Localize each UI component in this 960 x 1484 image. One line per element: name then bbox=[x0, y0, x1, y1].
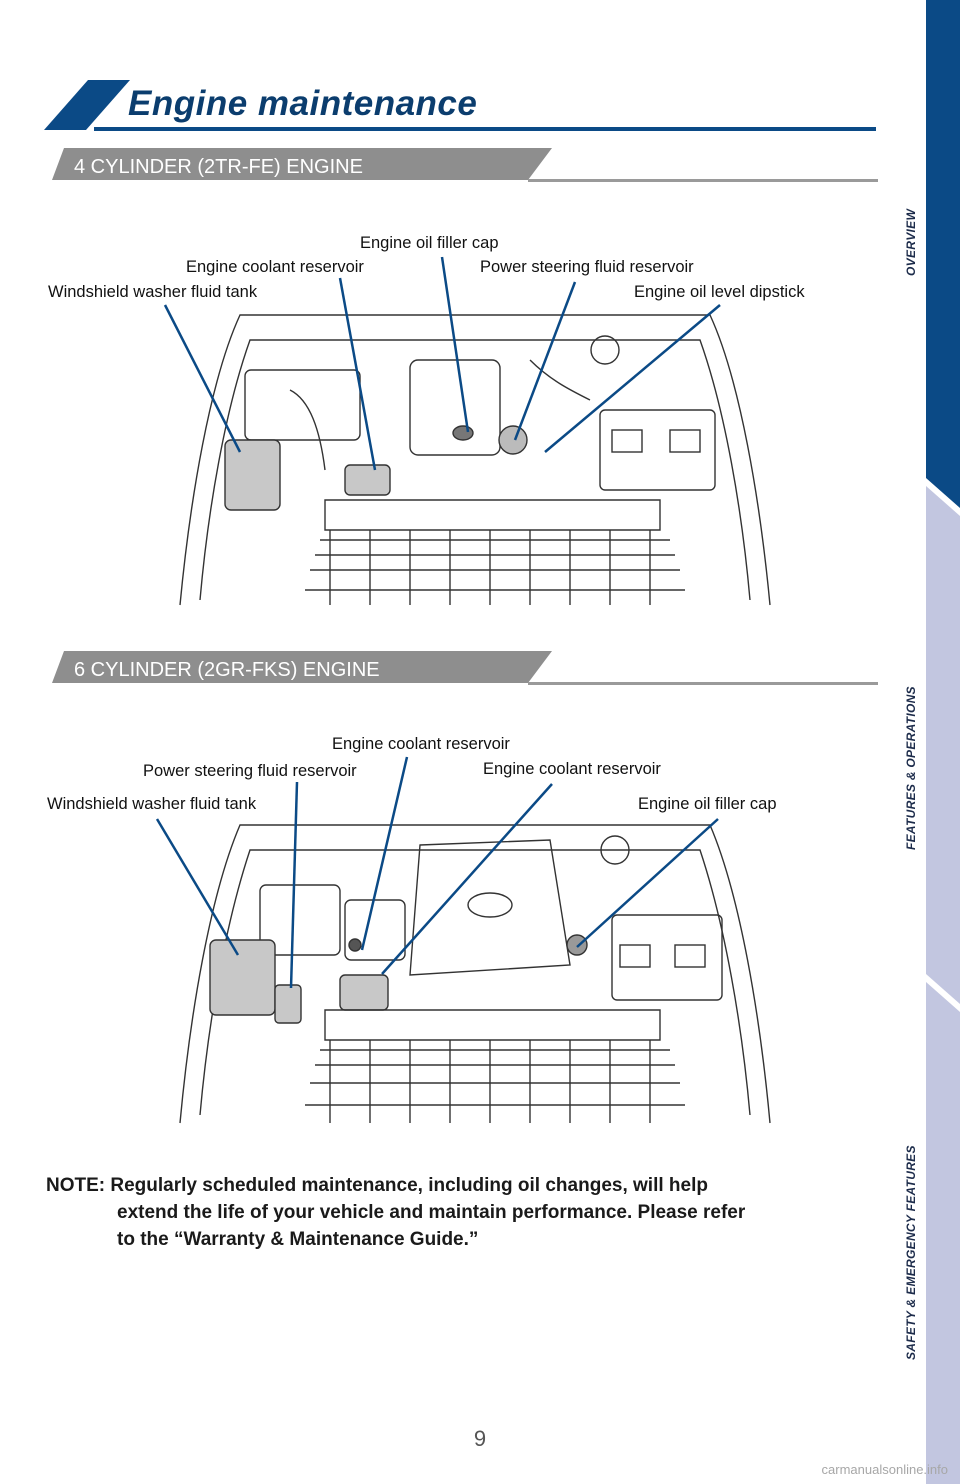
maintenance-note: NOTE: Regularly scheduled maintenance, i… bbox=[46, 1172, 866, 1253]
callout-coolant-reservoir-upper: Engine coolant reservoir bbox=[332, 735, 510, 753]
callout-coolant-reservoir-right: Engine coolant reservoir bbox=[483, 760, 661, 778]
note-line-1: NOTE: Regularly scheduled maintenance, i… bbox=[46, 1175, 708, 1196]
section-heading-6cyl: 6 CYLINDER (2GR-FKS) ENGINE bbox=[74, 659, 380, 681]
callout-power-steering: Power steering fluid reservoir bbox=[143, 762, 357, 780]
callout-lines-6cyl bbox=[155, 756, 719, 989]
sidebar-tab-safety[interactable]: SAFETY & EMERGENCY FEATURES bbox=[904, 1145, 918, 1360]
page-title: Engine maintenance bbox=[128, 84, 478, 123]
sidebar-tabs bbox=[926, 0, 960, 1484]
page-number: 9 bbox=[473, 1426, 487, 1451]
note-line-2: extend the life of your vehicle and main… bbox=[117, 1202, 746, 1223]
engine-diagram-4cyl bbox=[179, 314, 771, 606]
callout-coolant-reservoir: Engine coolant reservoir bbox=[186, 258, 364, 276]
callout-oil-filler-cap: Engine oil filler cap bbox=[638, 795, 777, 813]
watermark: carmanualsonline.info bbox=[821, 1462, 948, 1477]
callout-oil-filler-cap: Engine oil filler cap bbox=[360, 234, 499, 252]
section-header-bar bbox=[52, 651, 878, 685]
callout-lines-4cyl bbox=[163, 256, 721, 471]
section-header-bar bbox=[52, 148, 878, 182]
note-line-3: to the “Warranty & Maintenance Guide.” bbox=[117, 1229, 479, 1250]
section-heading-4cyl: 4 CYLINDER (2TR-FE) ENGINE bbox=[74, 156, 363, 178]
engine-diagram-6cyl bbox=[179, 824, 771, 1124]
callout-oil-dipstick: Engine oil level dipstick bbox=[634, 283, 805, 301]
title-bar bbox=[44, 80, 876, 131]
callout-washer-tank: Windshield washer fluid tank bbox=[48, 283, 258, 301]
callout-power-steering: Power steering fluid reservoir bbox=[480, 258, 694, 276]
callout-washer-tank: Windshield washer fluid tank bbox=[47, 795, 257, 813]
